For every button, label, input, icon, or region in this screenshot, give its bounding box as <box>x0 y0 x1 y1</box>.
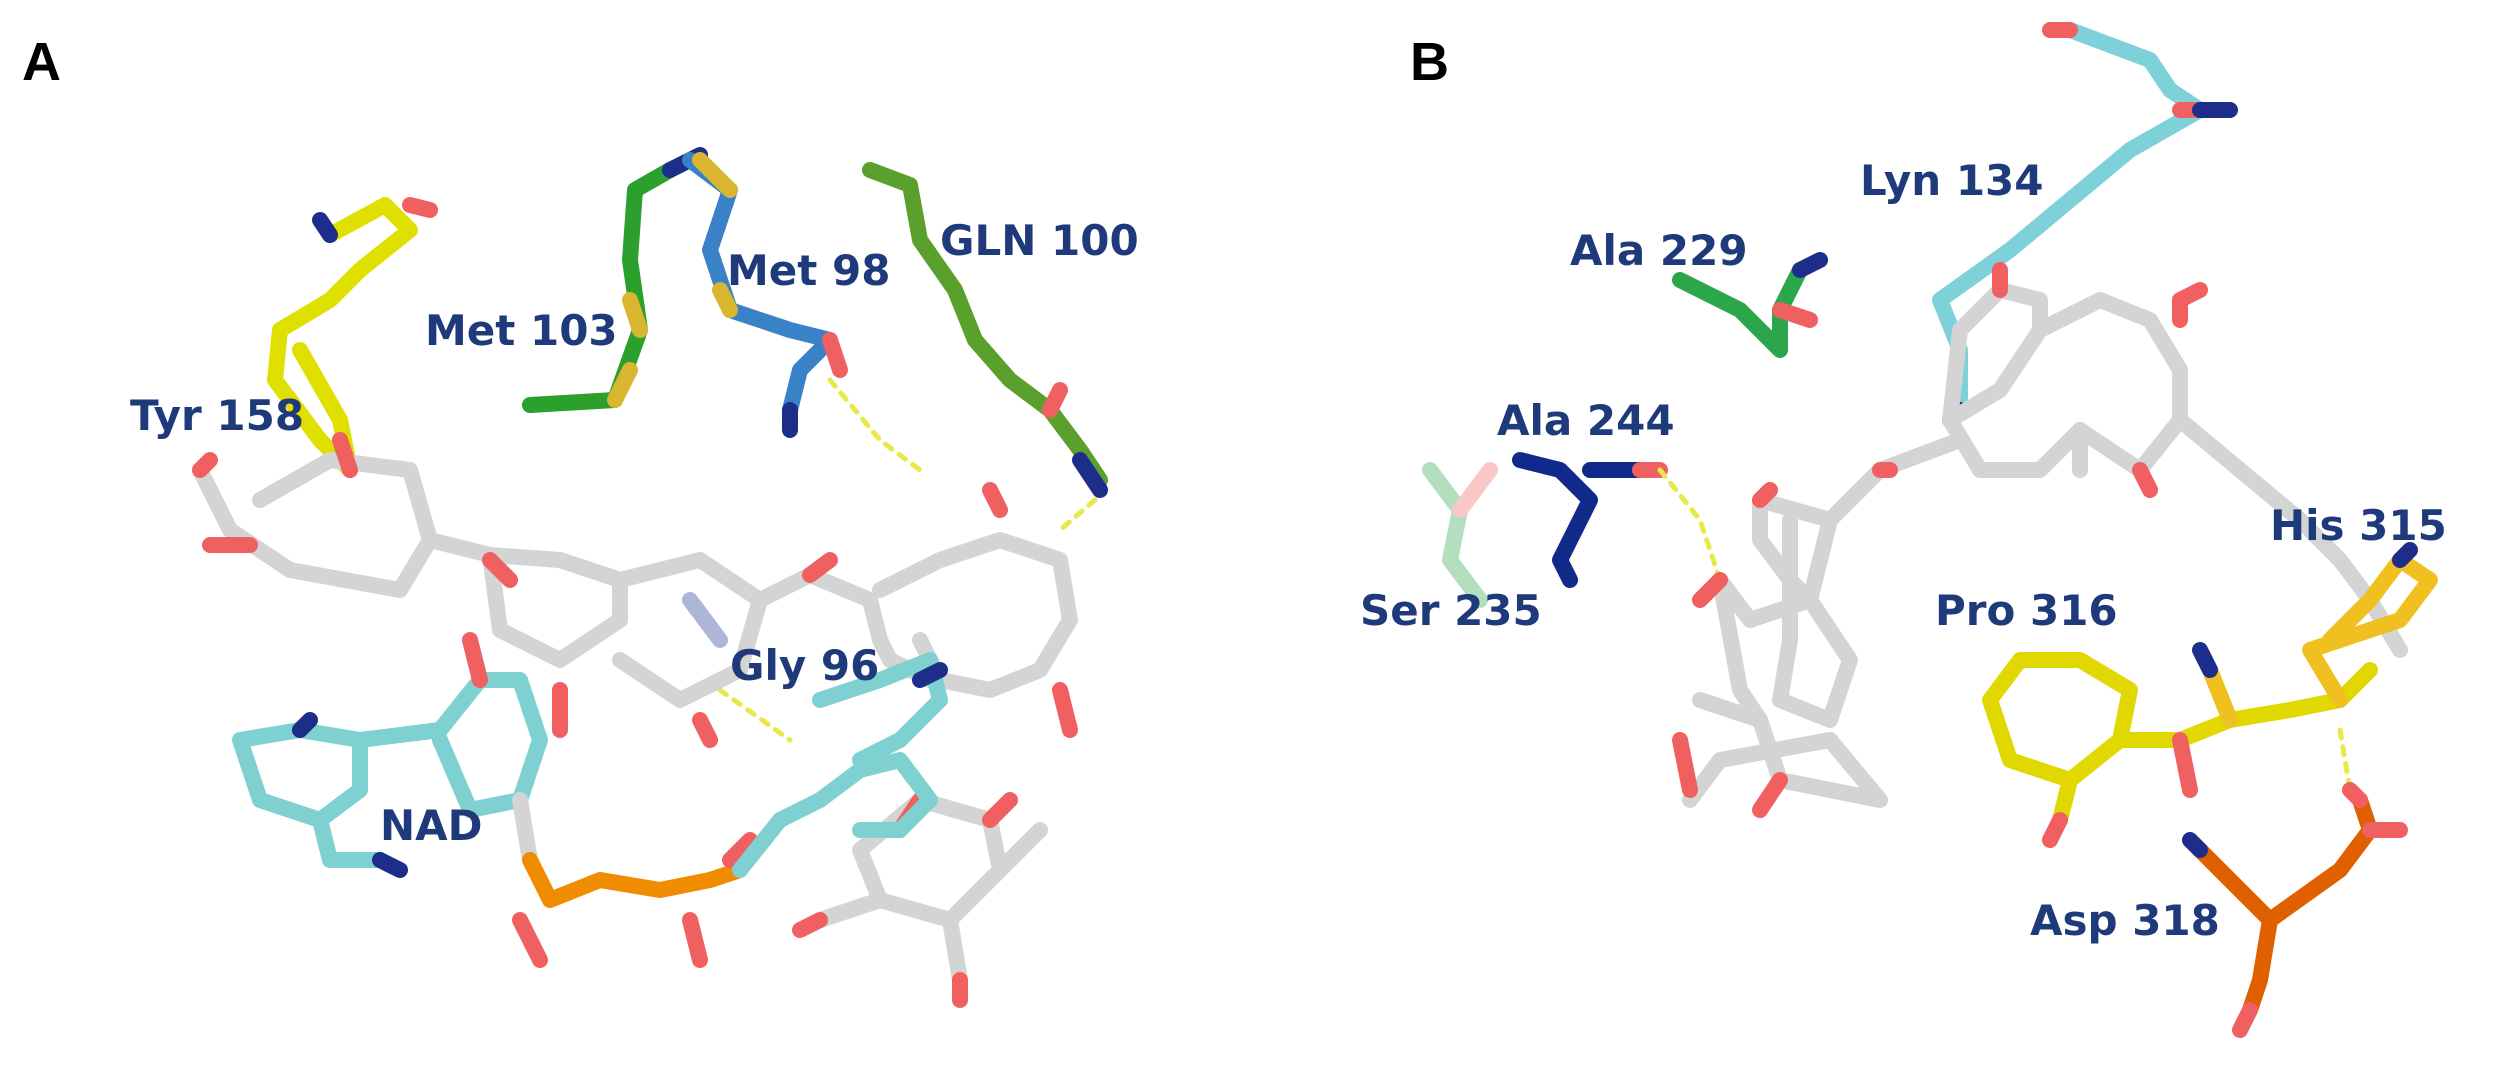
nad-cofactor <box>232 632 948 968</box>
label-pro-316: Pro 316 <box>1935 586 2118 635</box>
label-gly-96: Gly 96 <box>730 641 879 690</box>
label-asp-318: Asp 318 <box>2030 896 2220 945</box>
ala-229-residue <box>1672 252 1828 358</box>
met-98-residue <box>682 152 848 438</box>
label-tyr-158: Tyr 158 <box>130 391 304 440</box>
ala-244-residue <box>1512 452 1668 588</box>
panel-a: A <box>22 32 1139 1008</box>
asp-318-residue <box>2182 782 2408 1038</box>
gly-96-residue <box>682 592 728 648</box>
hbond-ala244 <box>1657 467 1723 583</box>
sugar-a-lower <box>792 792 1048 1008</box>
panel-b-letter: B <box>1410 32 1449 92</box>
met-103-residue <box>522 147 708 413</box>
pro-316-residue <box>1982 652 2378 848</box>
lyn-134-residue <box>1932 22 2238 428</box>
label-nad: NAD <box>380 801 483 850</box>
label-gln-100: GLN 100 <box>940 216 1139 265</box>
his-315-residue <box>2192 542 2438 728</box>
ligand-b <box>1672 262 2408 818</box>
hbond-met98 <box>827 377 923 473</box>
label-ser-235: Ser 235 <box>1360 586 1542 635</box>
label-met-103: Met 103 <box>425 306 618 355</box>
label-ala-244: Ala 244 <box>1497 396 1675 445</box>
hbond-gln100 <box>1057 497 1098 533</box>
label-met-98: Met 98 <box>727 246 890 295</box>
hbond-asp318 <box>2337 727 2353 793</box>
label-lyn-134: Lyn 134 <box>1860 156 2043 205</box>
hbond-gly96 <box>717 687 793 743</box>
ligand-a <box>192 432 1078 748</box>
label-ala-229: Ala 229 <box>1570 226 1748 275</box>
label-his-315: His 315 <box>2270 501 2447 550</box>
panel-a-letter: A <box>22 32 61 92</box>
panel-b: B <box>1360 22 2447 1038</box>
gln-100-residue <box>862 162 1108 498</box>
ser-235-residue <box>1422 462 1498 608</box>
